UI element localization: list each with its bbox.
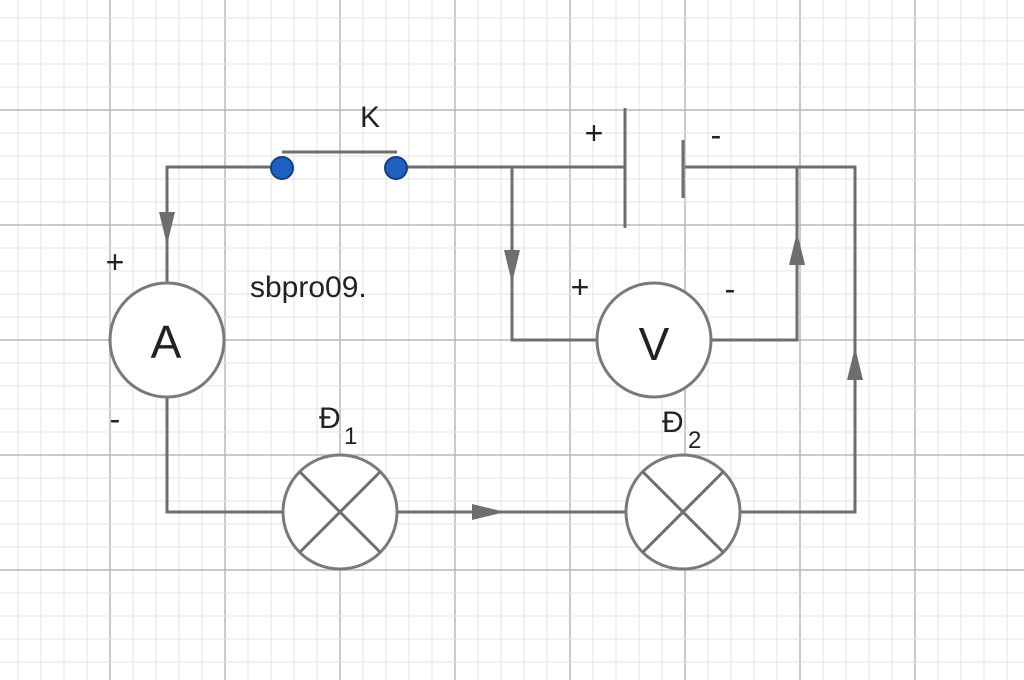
voltmeter-label: V bbox=[639, 318, 670, 370]
lamp1-subscript: 1 bbox=[344, 423, 357, 450]
battery-plus-label: + bbox=[585, 115, 604, 151]
switch-label: K bbox=[360, 101, 380, 134]
lamp2-subscript: 2 bbox=[688, 427, 701, 454]
ammeter-label: A bbox=[151, 316, 182, 368]
voltmeter-minus-label: - bbox=[725, 271, 736, 307]
battery: + - bbox=[585, 108, 722, 228]
switch-k[interactable]: K bbox=[270, 101, 408, 180]
arrow-right-icon bbox=[472, 504, 505, 520]
arrow-up-icon bbox=[847, 347, 863, 380]
battery-minus-label: - bbox=[711, 117, 722, 153]
arrow-down-icon bbox=[504, 250, 520, 283]
current-arrows bbox=[159, 212, 863, 520]
arrow-up-icon bbox=[789, 232, 805, 265]
switch-contact-left bbox=[270, 156, 294, 180]
ammeter-plus-label: + bbox=[106, 244, 125, 280]
switch-contact-right bbox=[384, 156, 408, 180]
lamp2-label: Đ bbox=[662, 406, 684, 439]
voltmeter: V + - bbox=[571, 269, 736, 399]
voltmeter-plus-label: + bbox=[571, 269, 590, 305]
arrow-down-icon bbox=[159, 212, 175, 245]
lamp1-label: Đ bbox=[319, 402, 341, 435]
watermark-text: sbpro09. bbox=[250, 271, 367, 304]
lamp-2: Đ 2 bbox=[624, 406, 742, 571]
lamp-1: Đ 1 bbox=[281, 402, 399, 571]
ammeter: A + - bbox=[106, 244, 226, 437]
ammeter-minus-label: - bbox=[110, 401, 121, 437]
